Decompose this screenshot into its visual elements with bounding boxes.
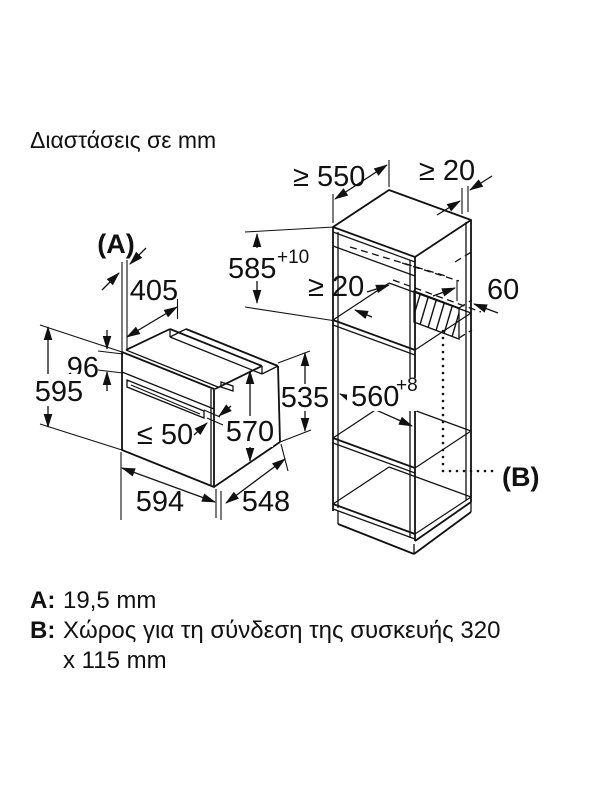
dim-connection-depth: 60	[487, 274, 519, 306]
dim-niche-width-tolerance: +8	[396, 375, 418, 396]
dim-oven-rear-height: 535	[281, 382, 329, 414]
legend-b-value-cont: x 115 mm	[63, 647, 167, 674]
oven-dimensions: (A) 405 96 595 ≤ 50 570 594	[35, 229, 329, 520]
dim-niche-height-tolerance: +10	[277, 247, 309, 268]
legend: A: 19,5 mm B: Χώρος για τη σύνδεση της σ…	[30, 587, 500, 674]
cabinet-dimensions: ≥ 550 ≥ 20 585 +10 ≥ 20 60 560 +8 (B)	[226, 155, 539, 492]
dim-oven-depth: 548	[242, 486, 290, 518]
legend-a-key: A:	[30, 587, 55, 614]
page-title: Διαστάσεις σε mm	[30, 127, 216, 153]
legend-b-value: Χώρος για τη σύνδεση της συσκευής 320	[63, 617, 500, 644]
dim-niche-width: 560	[351, 381, 399, 413]
connection-space-block	[413, 290, 460, 340]
cabinet-floor	[332, 466, 472, 540]
side-grip-slot	[220, 381, 234, 392]
dim-oven-top-depth: 405	[130, 275, 178, 307]
leader-b	[441, 329, 500, 473]
dim-vent-gap: ≥ 20	[308, 271, 364, 303]
dim-oven-handle-clearance: ≤ 50	[137, 419, 193, 451]
cabinet-plinth	[337, 500, 472, 555]
legend-b-key: B:	[30, 617, 55, 644]
dim-niche-height: 585	[228, 253, 276, 285]
dim-oven-body-height: 570	[226, 416, 274, 448]
cabinet-drawing	[332, 189, 500, 555]
dim-oven-front-height: 595	[35, 376, 83, 408]
dim-cabinet-min-depth: ≥ 550	[293, 161, 365, 193]
callout-a: (A)	[97, 229, 134, 259]
callout-b: (B)	[502, 462, 539, 492]
oven-handle	[126, 379, 205, 419]
legend-a-value: 19,5 mm	[63, 587, 156, 614]
cabinet-top	[332, 189, 472, 258]
hidden-edges	[349, 246, 482, 339]
dim-oven-front-width: 594	[136, 486, 184, 518]
oven-drawing	[121, 328, 281, 488]
dim-cabinet-rear-gap: ≥ 20	[419, 155, 475, 187]
